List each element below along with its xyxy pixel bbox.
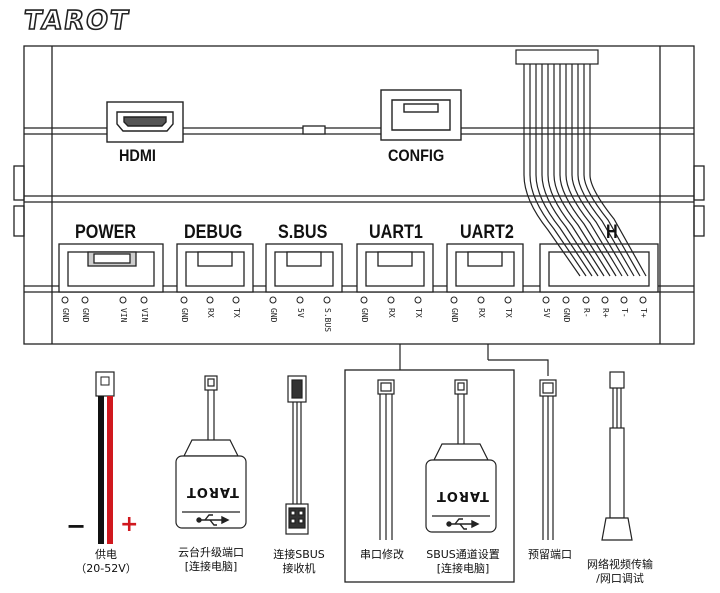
hdmi-port (106, 101, 184, 143)
plus-sign: + (120, 512, 139, 537)
usb-icon (196, 514, 480, 530)
config-port (380, 89, 462, 141)
leader-lines (399, 344, 549, 376)
pin-label: GND (61, 308, 70, 323)
pin-label: T+ (639, 308, 648, 318)
serial-group-box (344, 369, 515, 583)
power-connector (58, 243, 164, 293)
pin-label: S.BUS (323, 308, 332, 333)
pin-label: TX (414, 308, 423, 318)
pin-label: R- (582, 308, 591, 318)
pin-label: 5V (542, 308, 551, 318)
pin-label: GND (562, 308, 571, 323)
caption-reserved: 预留端口 (528, 548, 572, 561)
port-label-sbus: S.BUS (278, 222, 328, 243)
config-label: CONFIG (388, 146, 445, 165)
debug-connector (176, 243, 254, 293)
network-cable (601, 371, 633, 541)
port-label-power: POWER (75, 222, 137, 243)
gimbal-cable (175, 375, 247, 529)
pin-label: GND (360, 308, 369, 323)
pin-label: GND (450, 308, 459, 323)
pin-label: RX (387, 308, 396, 318)
caption-power: 供电（20-52V） (75, 548, 137, 575)
port-label-debug: DEBUG (184, 222, 243, 243)
pin-label: RX (206, 308, 215, 318)
caption-network: 网络视频传输/网口调试 (587, 558, 653, 585)
pin-label: T- (620, 308, 629, 318)
sbus-cable (285, 375, 309, 535)
pin-label: VIN (119, 308, 128, 323)
pin-label: 5V (296, 308, 305, 318)
port-label-uart1: UART1 (369, 222, 423, 243)
hdmi-label: HDMI (119, 146, 156, 165)
caption-gimbal-upgrade: 云台升级端口[连接电脑] (178, 546, 244, 573)
pin-label: RX (477, 308, 486, 318)
pin-label: GND (81, 308, 90, 323)
sbus-setting-module (425, 379, 497, 533)
pin-dots (61, 296, 647, 304)
pin-label: VIN (140, 308, 149, 323)
ribbon-cable (515, 49, 647, 277)
port-label-ethernet: H (606, 222, 618, 243)
pin-label: TX (232, 308, 241, 318)
minus-sign: − (66, 512, 87, 540)
pin-label: GND (180, 308, 189, 323)
pin-label: TX (504, 308, 513, 318)
pin-label: R+ (601, 308, 610, 318)
reserved-cable (539, 379, 557, 540)
sbus-connector (265, 243, 343, 293)
module-brand-gimbal: TAROT (186, 484, 239, 499)
pin-label: GND (269, 308, 278, 323)
caption-sbus-setting: SBUS通道设置[连接电脑] (426, 548, 500, 575)
uart1-connector (356, 243, 434, 293)
port-label-uart2: UART2 (460, 222, 514, 243)
uart2-connector (446, 243, 524, 293)
power-cable (95, 371, 115, 544)
serial-cable (377, 379, 395, 540)
caption-serial: 串口修改 (360, 548, 404, 561)
module-brand-sbus: TAROT (436, 488, 489, 503)
